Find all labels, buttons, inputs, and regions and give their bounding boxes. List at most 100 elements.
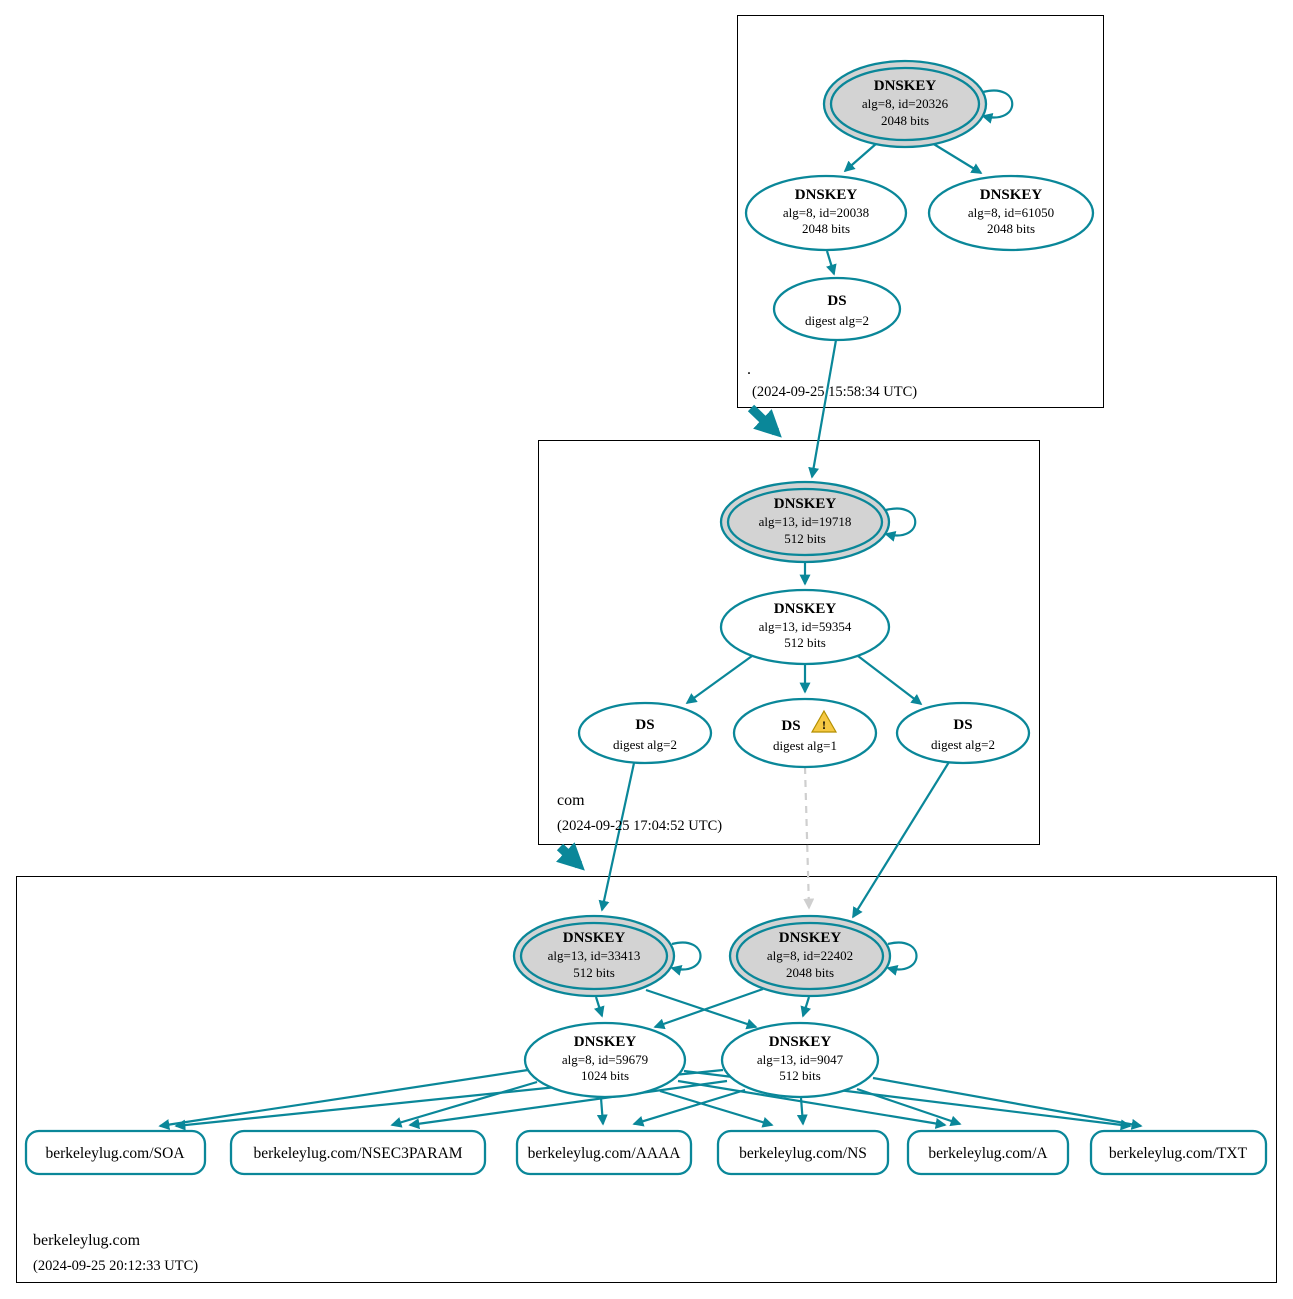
blug-zsk2-dnskey-node: DNSKEY alg=13, id=9047 512 bits [720, 1021, 880, 1099]
edge-blug-ksk1-to-zsk1 [593, 996, 605, 1018]
node-label: DS [953, 717, 972, 733]
node-bits: 2048 bits [802, 221, 850, 236]
node-alg-id: alg=8, id=59679 [562, 1052, 648, 1067]
edge-com-zsk-to-ds3 [857, 655, 923, 705]
node-alg-id: alg=8, id=61050 [968, 205, 1054, 220]
edge-root-ksk-selfsign [981, 89, 1014, 124]
edge-blug-ksk1-to-zsk2 [645, 988, 758, 1030]
com-ds2-node: DS ! digest alg=1 [732, 697, 878, 769]
node-bits: 512 bits [573, 965, 615, 980]
edge-blug-zsk1-to-a [677, 1079, 947, 1129]
node-digest: digest alg=2 [613, 737, 677, 752]
node-bits: 2048 bits [987, 221, 1035, 236]
root-ds-node: DS digest alg=2 [772, 276, 902, 342]
edge-blug-zsk1-to-soa [158, 1068, 529, 1131]
rrset-soa: berkeleylug.com/SOA [24, 1129, 207, 1176]
rrset-a: berkeleylug.com/A [906, 1129, 1070, 1176]
rrset-label: berkeleylug.com/NS [739, 1145, 867, 1162]
zone-label-com: com [557, 792, 585, 809]
zone-label-berkeleylug: berkeleylug.com [33, 1232, 141, 1249]
node-label: DNSKEY [795, 187, 858, 203]
edge-root-ds-to-com-ksk [808, 339, 838, 479]
edge-com-ds1-to-blug-ksk1 [598, 762, 636, 912]
node-alg-id: alg=13, id=33413 [548, 948, 641, 963]
node-alg-id: alg=8, id=20038 [783, 205, 869, 220]
zone-box-berkeleylug [16, 876, 1277, 1283]
node-digest: digest alg=2 [805, 313, 869, 328]
node-label: DNSKEY [769, 1034, 832, 1050]
edge-blug-zsk2-to-ns [796, 1097, 808, 1126]
rrset-txt: berkeleylug.com/TXT [1089, 1129, 1268, 1176]
zone-timestamp-berkeleylug: (2024-09-25 20:12:33 UTC) [33, 1258, 198, 1274]
node-alg-id: alg=8, id=22402 [767, 948, 853, 963]
zone-timestamp-root: (2024-09-25 15:58:34 UTC) [752, 384, 917, 400]
node-label: DNSKEY [874, 78, 937, 94]
edge-root-ksk-to-zsk1 [843, 142, 878, 173]
rrset-label: berkeleylug.com/A [928, 1145, 1048, 1162]
zone-box-root [737, 15, 1104, 408]
edge-blug-zsk1-to-ns [659, 1089, 774, 1128]
blug-zsk1-dnskey-node: DNSKEY alg=8, id=59679 1024 bits [523, 1021, 687, 1099]
edge-com-ds3-to-blug-ksk2 [852, 761, 950, 919]
node-bits: 512 bits [779, 1068, 821, 1083]
edge-delegation-com-to-blug [555, 842, 585, 871]
blug-ksk1-dnskey-node: DNSKEY alg=13, id=33413 512 bits [512, 914, 676, 998]
node-bits: 512 bits [784, 531, 826, 546]
com-ds1-node: DS digest alg=2 [577, 701, 713, 765]
zone-label-root: . [747, 361, 751, 378]
edge-root-zsk1-to-ds [825, 250, 837, 276]
node-alg-id: alg=8, id=20326 [862, 96, 949, 111]
edge-com-ds2-to-blug-ksk2-insecure [803, 766, 815, 910]
edge-com-ksk-selfsign [884, 507, 917, 542]
warning-glyph: ! [822, 718, 826, 732]
edge-blug-ksk2-to-zsk2 [800, 996, 812, 1018]
root-ksk-dnskey-node: DNSKEY alg=8, id=20326 2048 bits [822, 59, 988, 149]
rrset-label: berkeleylug.com/NSEC3PARAM [253, 1145, 462, 1162]
node-alg-id: alg=13, id=9047 [757, 1052, 844, 1067]
edge-blug-ksk2-selfsign [886, 941, 918, 976]
root-zsk1-dnskey-node: DNSKEY alg=8, id=20038 2048 bits [744, 174, 908, 252]
node-alg-id: alg=13, id=59354 [759, 619, 852, 634]
edge-blug-zsk1-to-nsec3param [390, 1080, 538, 1128]
edge-blug-ksk2-to-zsk1 [653, 987, 764, 1030]
node-label: DS [781, 718, 800, 734]
rrset-label: berkeleylug.com/TXT [1109, 1145, 1248, 1162]
rrset-ns: berkeleylug.com/NS [716, 1129, 890, 1176]
node-bits: 2048 bits [881, 113, 929, 128]
node-digest: digest alg=1 [773, 738, 837, 753]
node-digest: digest alg=2 [931, 737, 995, 752]
node-label: DNSKEY [774, 496, 837, 512]
node-bits: 1024 bits [581, 1068, 629, 1083]
node-bits: 512 bits [784, 635, 826, 650]
root-zsk2-dnskey-node: DNSKEY alg=8, id=61050 2048 bits [927, 174, 1095, 252]
edge-blug-zsk2-to-a [856, 1087, 962, 1127]
node-label: DS [635, 717, 654, 733]
rrset-nsec3param: berkeleylug.com/NSEC3PARAM [229, 1129, 487, 1176]
node-label: DNSKEY [574, 1034, 637, 1050]
zone-box-com [538, 440, 1040, 845]
node-label: DNSKEY [563, 930, 626, 946]
node-label: DNSKEY [774, 601, 837, 617]
com-ksk-dnskey-node: DNSKEY alg=13, id=19718 512 bits [719, 480, 891, 564]
edge-com-zsk-to-ds1 [685, 655, 753, 704]
node-label: DNSKEY [779, 930, 842, 946]
edge-blug-zsk2-to-txt [872, 1076, 1143, 1130]
blug-ksk2-dnskey-node: DNSKEY alg=8, id=22402 2048 bits [728, 914, 892, 998]
edge-blug-zsk2-to-aaaa [632, 1088, 746, 1127]
edge-blug-ksk1-selfsign [670, 941, 702, 976]
warning-icon: ! [810, 709, 838, 733]
zone-timestamp-com: (2024-09-25 17:04:52 UTC) [557, 818, 722, 834]
rrset-label: berkeleylug.com/SOA [45, 1145, 185, 1162]
edge-blug-zsk2-to-nsec3param [408, 1079, 728, 1130]
node-bits: 2048 bits [786, 965, 834, 980]
node-label: DNSKEY [980, 187, 1043, 203]
com-ds3-node: DS digest alg=2 [895, 701, 1031, 765]
node-label: DS [827, 293, 846, 309]
edge-root-ksk-to-zsk2 [931, 142, 983, 174]
edge-delegation-root-to-com [747, 404, 782, 438]
com-zsk-dnskey-node: DNSKEY alg=13, id=59354 512 bits [719, 588, 891, 666]
edge-blug-zsk1-to-aaaa [596, 1097, 608, 1126]
node-alg-id: alg=13, id=19718 [759, 514, 852, 529]
